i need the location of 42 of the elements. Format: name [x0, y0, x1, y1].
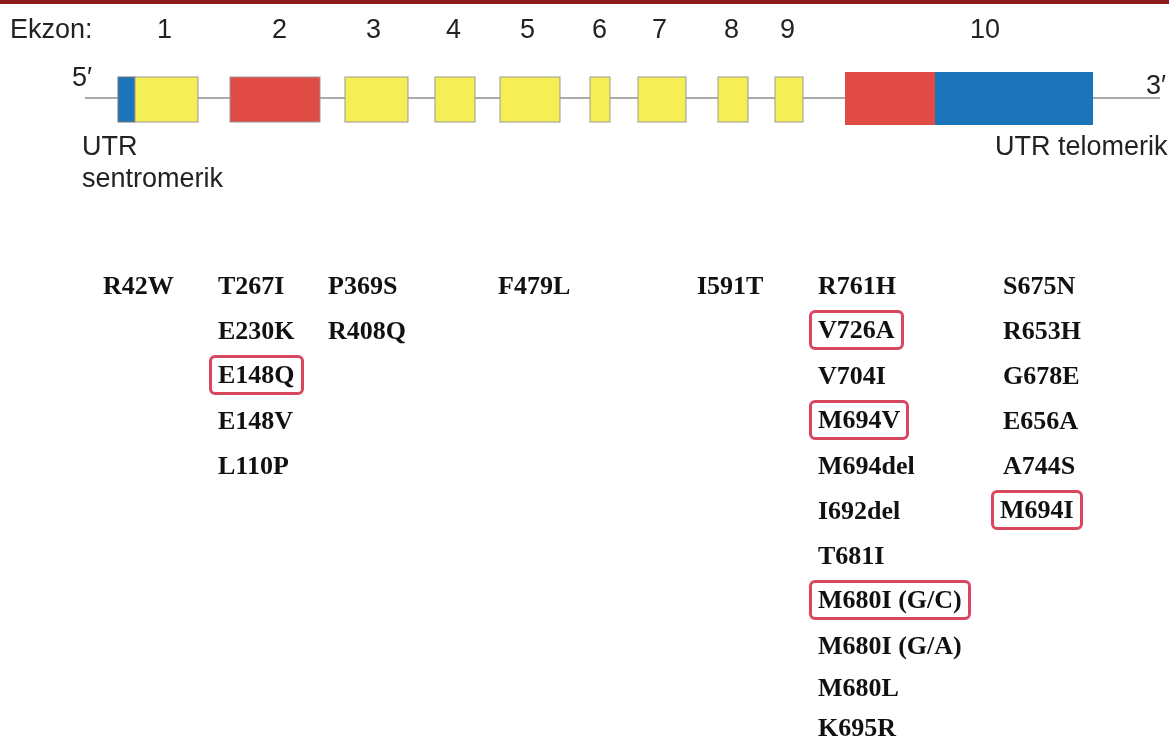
exon-number: 5	[520, 14, 536, 45]
highlighted-mutation-box: M694V	[809, 400, 910, 440]
mutation-label: P369S	[328, 270, 398, 302]
mutation-label: I591T	[697, 270, 764, 302]
highlighted-mutation-box: M694I	[991, 490, 1083, 530]
mutation-label: T681I	[818, 540, 885, 572]
exon-number: 8	[724, 14, 740, 45]
mutation-label: R408Q	[328, 315, 406, 347]
mutation-label: F479L	[498, 270, 571, 302]
mutation-label: M694del	[818, 450, 915, 482]
highlighted-mutation-box: V726A	[809, 310, 904, 350]
mutation-label: G678E	[1003, 360, 1080, 392]
mutation-label: L110P	[218, 450, 289, 482]
axis-title: Ekzon:	[10, 14, 93, 45]
mutation-label: E148V	[218, 405, 294, 437]
mutation-label: M680L	[818, 672, 899, 704]
mutation-label: V704I	[818, 360, 886, 392]
mutation-label: R761H	[818, 270, 896, 302]
exon-number: 3	[366, 14, 382, 45]
mutation-label: R653H	[1003, 315, 1081, 347]
mutation-label: R42W	[103, 270, 174, 302]
exon-number: 1	[157, 14, 173, 45]
exon-number: 7	[652, 14, 668, 45]
mutation-label: E656A	[1003, 405, 1079, 437]
mutation-label: I692del	[818, 495, 901, 527]
exon-number: 10	[970, 14, 1001, 45]
mutation-label: S675N	[1003, 270, 1076, 302]
exon-number: 2	[272, 14, 288, 45]
end-label: 3′	[1146, 70, 1167, 101]
highlighted-mutation-box: M680I (G/C)	[809, 580, 971, 620]
mutation-label: T267I	[218, 270, 285, 302]
mutation-label: E230K	[218, 315, 295, 347]
mutation-label: K695R	[818, 712, 896, 744]
mutation-label: M680I (G/A)	[818, 630, 962, 662]
exon-number: 6	[592, 14, 608, 45]
highlighted-mutation-box: E148Q	[209, 355, 304, 395]
end-label: 5′	[72, 62, 93, 93]
region-label: UTR sentromerik	[82, 130, 225, 194]
mutation-label: A744S	[1003, 450, 1076, 482]
region-label: UTR telomerik	[995, 130, 1169, 162]
exon-number: 4	[446, 14, 462, 45]
exon-number: 9	[780, 14, 796, 45]
